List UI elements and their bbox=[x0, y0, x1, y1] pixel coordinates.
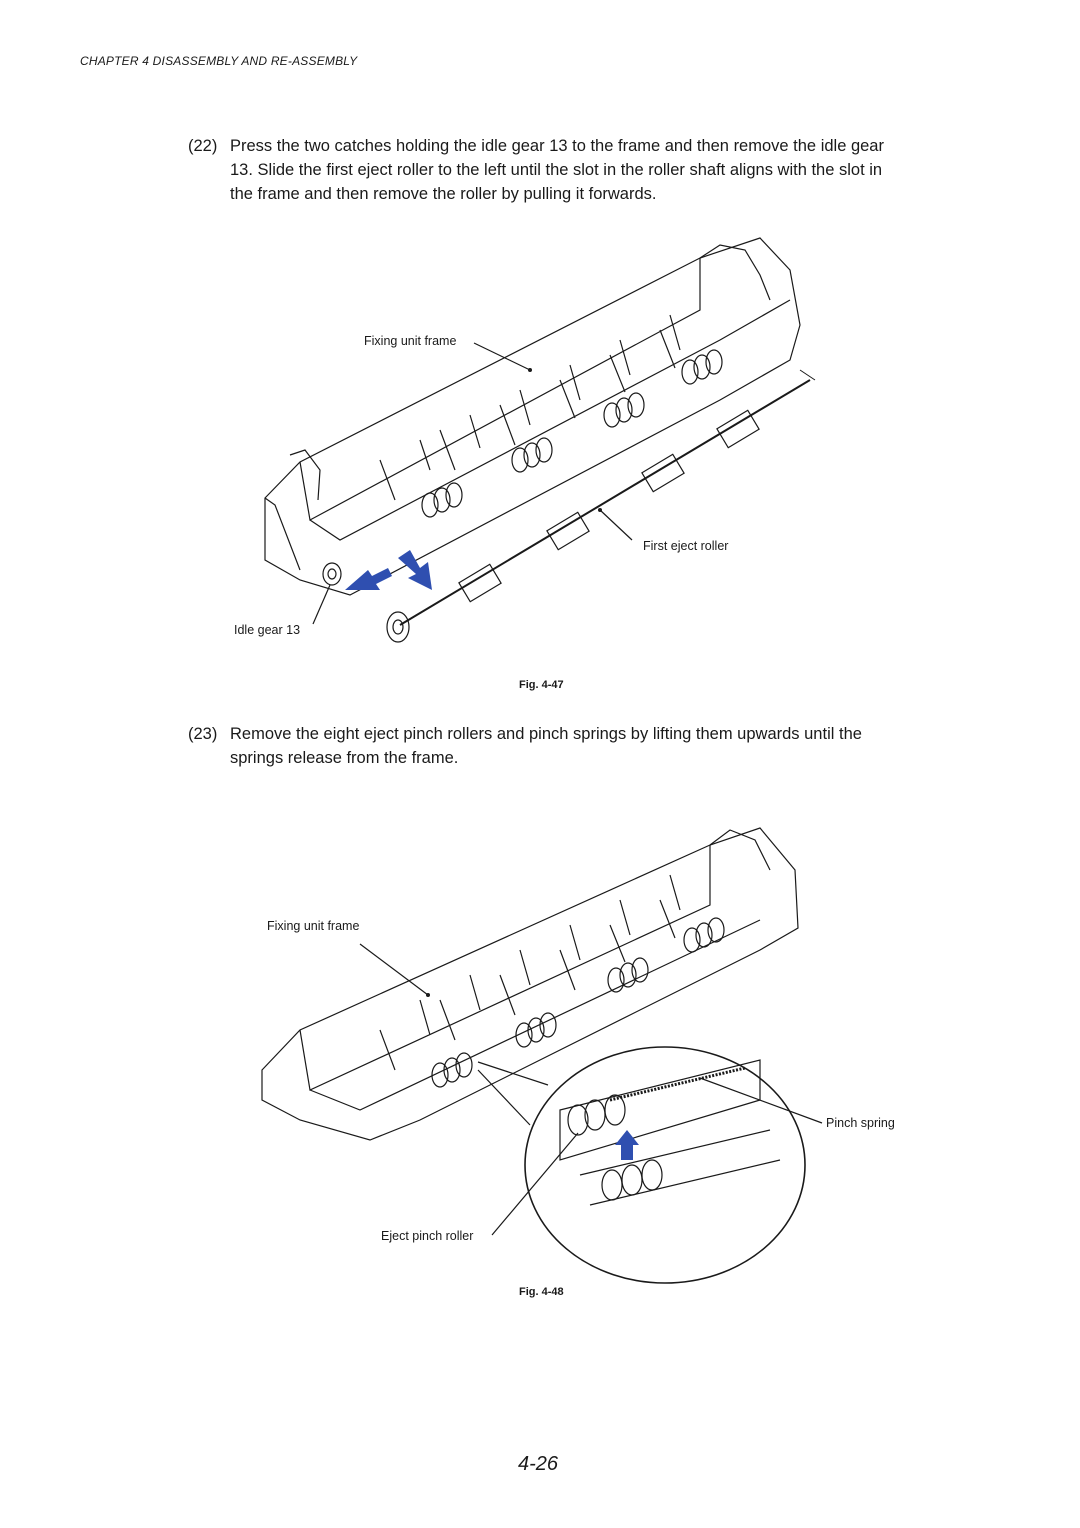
pinch-roller-icon bbox=[567, 1104, 589, 1136]
step-22: (22) Press the two catches holding the i… bbox=[188, 134, 968, 206]
pinch-roller-cluster-4 bbox=[683, 917, 725, 953]
leader-idle-gear bbox=[312, 584, 331, 625]
label-first-eject-roller: First eject roller bbox=[643, 539, 728, 553]
shaft-gear-icon bbox=[386, 611, 410, 643]
leader-pinch-spring bbox=[699, 1077, 823, 1124]
roller-cluster-2 bbox=[511, 437, 553, 473]
roller-shaft bbox=[399, 379, 811, 626]
pinch-roller-cluster-2 bbox=[515, 1012, 557, 1048]
step-line-1: Press the two catches holding the idle g… bbox=[230, 137, 884, 155]
arrow-forward-icon bbox=[398, 550, 432, 590]
roller-segment-2 bbox=[546, 511, 590, 551]
roller-segment-1 bbox=[458, 563, 502, 603]
step-line-2: 13. Slide the first eject roller to the … bbox=[230, 161, 883, 179]
leader-eject-pinch-roller bbox=[491, 1132, 579, 1236]
step-line-2: springs release from the frame. bbox=[230, 749, 459, 767]
chapter-header: CHAPTER 4 DISASSEMBLY AND RE-ASSEMBLY bbox=[80, 54, 358, 68]
leader-fixing-frame bbox=[473, 342, 531, 371]
step-number: (22) bbox=[188, 137, 218, 155]
fixing-unit-frame-outline bbox=[264, 237, 801, 596]
callout-line-top bbox=[477, 1061, 549, 1086]
roller-cluster-4 bbox=[681, 349, 723, 385]
pinch-roller-cluster-1 bbox=[431, 1052, 473, 1088]
step-23: (23) Remove the eight eject pinch roller… bbox=[188, 722, 968, 770]
step-number: (23) bbox=[188, 725, 218, 743]
step-line-1: Remove the eight eject pinch rollers and… bbox=[230, 725, 862, 743]
label-fixing-unit-frame: Fixing unit frame bbox=[364, 334, 456, 348]
label-pinch-spring: Pinch spring bbox=[826, 1116, 895, 1130]
pinch-spring-icon bbox=[609, 1066, 746, 1102]
figure-caption: Fig. 4-47 bbox=[519, 679, 564, 691]
leader-first-eject-roller bbox=[599, 509, 633, 541]
fixing-unit-frame-outline bbox=[261, 827, 799, 1141]
figure-caption: Fig. 4-48 bbox=[519, 1286, 564, 1298]
callout-line-bottom bbox=[477, 1069, 531, 1126]
step-line-3: the frame and then remove the roller by … bbox=[230, 185, 657, 203]
page-number: 4-26 bbox=[518, 1453, 559, 1475]
magnified-detail-circle bbox=[524, 1046, 806, 1284]
removal-arrows bbox=[345, 550, 432, 590]
leader-fixing-frame bbox=[359, 943, 429, 996]
label-idle-gear: Idle gear 13 bbox=[234, 623, 300, 637]
roller-segment-3 bbox=[641, 453, 685, 493]
roller-cluster-1 bbox=[421, 482, 463, 518]
roller-cluster-3 bbox=[603, 392, 645, 428]
arrow-up-icon bbox=[615, 1130, 639, 1160]
idle-gear-icon bbox=[322, 562, 342, 586]
label-eject-pinch-roller: Eject pinch roller bbox=[381, 1229, 473, 1243]
pinch-roller-cluster-3 bbox=[607, 957, 649, 993]
label-fixing-unit-frame: Fixing unit frame bbox=[267, 919, 359, 933]
roller-segment-4 bbox=[716, 409, 760, 449]
arrow-left-icon bbox=[345, 568, 392, 590]
